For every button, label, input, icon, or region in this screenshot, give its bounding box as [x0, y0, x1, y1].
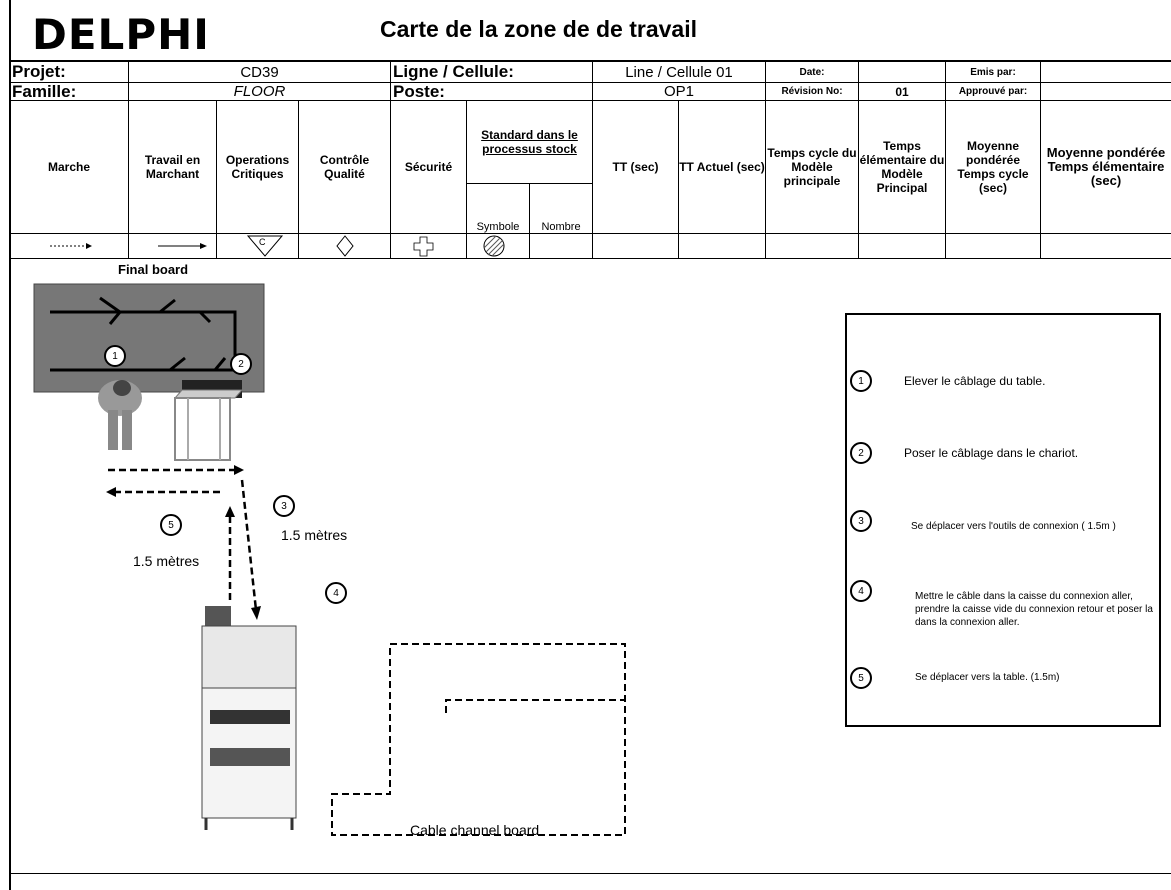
legend-marker-2: 2 — [850, 442, 872, 464]
legend-marker-5: 5 — [850, 667, 872, 689]
emis-value — [1041, 62, 1171, 82]
final-board-label: Final board — [118, 262, 189, 277]
diamond-icon — [336, 235, 354, 257]
col-moyenne-cycle: Moyenne pondérée Temps cycle (sec) — [957, 139, 1029, 195]
ligne-label: Ligne / Cellule: — [393, 62, 514, 81]
legend-marker-1: 1 — [850, 370, 872, 392]
page-title: Carte de la zone de de travail — [380, 16, 698, 42]
famille-label: Famille: — [12, 81, 77, 101]
operator-figure — [98, 380, 142, 450]
projet-value: CD39 — [240, 63, 279, 81]
col-securite: Sécurité — [404, 160, 453, 174]
legend-text-1: Elever le câblage du table. — [904, 374, 1046, 388]
date-value — [859, 62, 945, 82]
solid-arrow-icon — [158, 243, 207, 249]
distance-label-3: 1.5 mètres — [281, 527, 348, 543]
page-frame — [9, 0, 1171, 890]
ligne-value: Line / Cellule 01 — [625, 63, 733, 81]
col-standard: Standard dans le processus stock — [481, 128, 578, 156]
marker-1: 1 — [104, 345, 126, 367]
dashed-arrow-icon — [50, 243, 92, 249]
date-label: Date: — [799, 66, 825, 78]
col-operations: Operations Critiques — [225, 153, 290, 181]
connexion-station — [201, 606, 297, 830]
legend-marker-3: 3 — [850, 510, 872, 532]
workstation-diagram — [33, 283, 626, 836]
col-tt: TT (sec) — [612, 160, 659, 174]
marker-3: 3 — [273, 495, 295, 517]
legend-box — [845, 313, 1161, 727]
cross-icon — [413, 236, 434, 257]
col-temps-cycle: Temps cycle du Modèle principale — [767, 146, 857, 188]
final-board-table — [33, 283, 265, 393]
approuve-label: Approuvé par: — [958, 86, 1028, 97]
poste-label: Poste: — [393, 81, 445, 101]
cable-board-label: Cable channel board — [410, 822, 540, 838]
legend-text-4: Mettre le câble dans la caisse du connex… — [915, 591, 1153, 628]
symbols-row — [50, 235, 505, 257]
col-tt-actuel: TT Actuel (sec) — [679, 160, 765, 174]
famille-value: FLOOR — [233, 83, 286, 100]
col-moyenne-elem: Moyenne pondérée Temps élémentaire (sec) — [1046, 145, 1166, 188]
triangle-c-icon — [246, 235, 284, 257]
hatched-circle-icon — [483, 235, 505, 257]
col-controle: Contrôle Qualité — [319, 153, 370, 181]
revision-value: 01 — [895, 84, 909, 99]
legend-text-2: Poser le câblage dans le chariot. — [904, 446, 1079, 460]
marker-4: 4 — [325, 582, 347, 604]
col-marche: Marche — [47, 160, 91, 174]
projet-label: Projet: — [12, 62, 66, 81]
triangle-letter: C — [259, 237, 266, 247]
approuve-value — [1041, 83, 1171, 100]
cable-channel-board-outline — [331, 643, 626, 836]
col-nombre: Nombre — [541, 221, 581, 233]
marker-2: 2 — [230, 353, 252, 375]
cart — [173, 380, 244, 461]
col-travail: Travail en Marchant — [144, 153, 201, 181]
poste-value: OP1 — [663, 83, 694, 100]
col-symbole: Symbole — [476, 221, 520, 233]
legend-text-5: Se déplacer vers la table. (1.5m) — [915, 672, 1060, 683]
legend-marker-4: 4 — [850, 580, 872, 602]
col-temps-elem: Temps élémentaire du Modèle Principal — [859, 139, 945, 195]
distance-label-5: 1.5 mètres — [133, 553, 200, 569]
marker-5: 5 — [160, 514, 182, 536]
emis-label: Emis par: — [970, 66, 1016, 78]
walk-arrows — [108, 468, 258, 611]
delphi-logo: DELPHI — [32, 10, 210, 59]
revision-label: Révision No: — [781, 86, 843, 97]
legend-text-3: Se déplacer vers l'outils de connexion (… — [911, 521, 1116, 532]
